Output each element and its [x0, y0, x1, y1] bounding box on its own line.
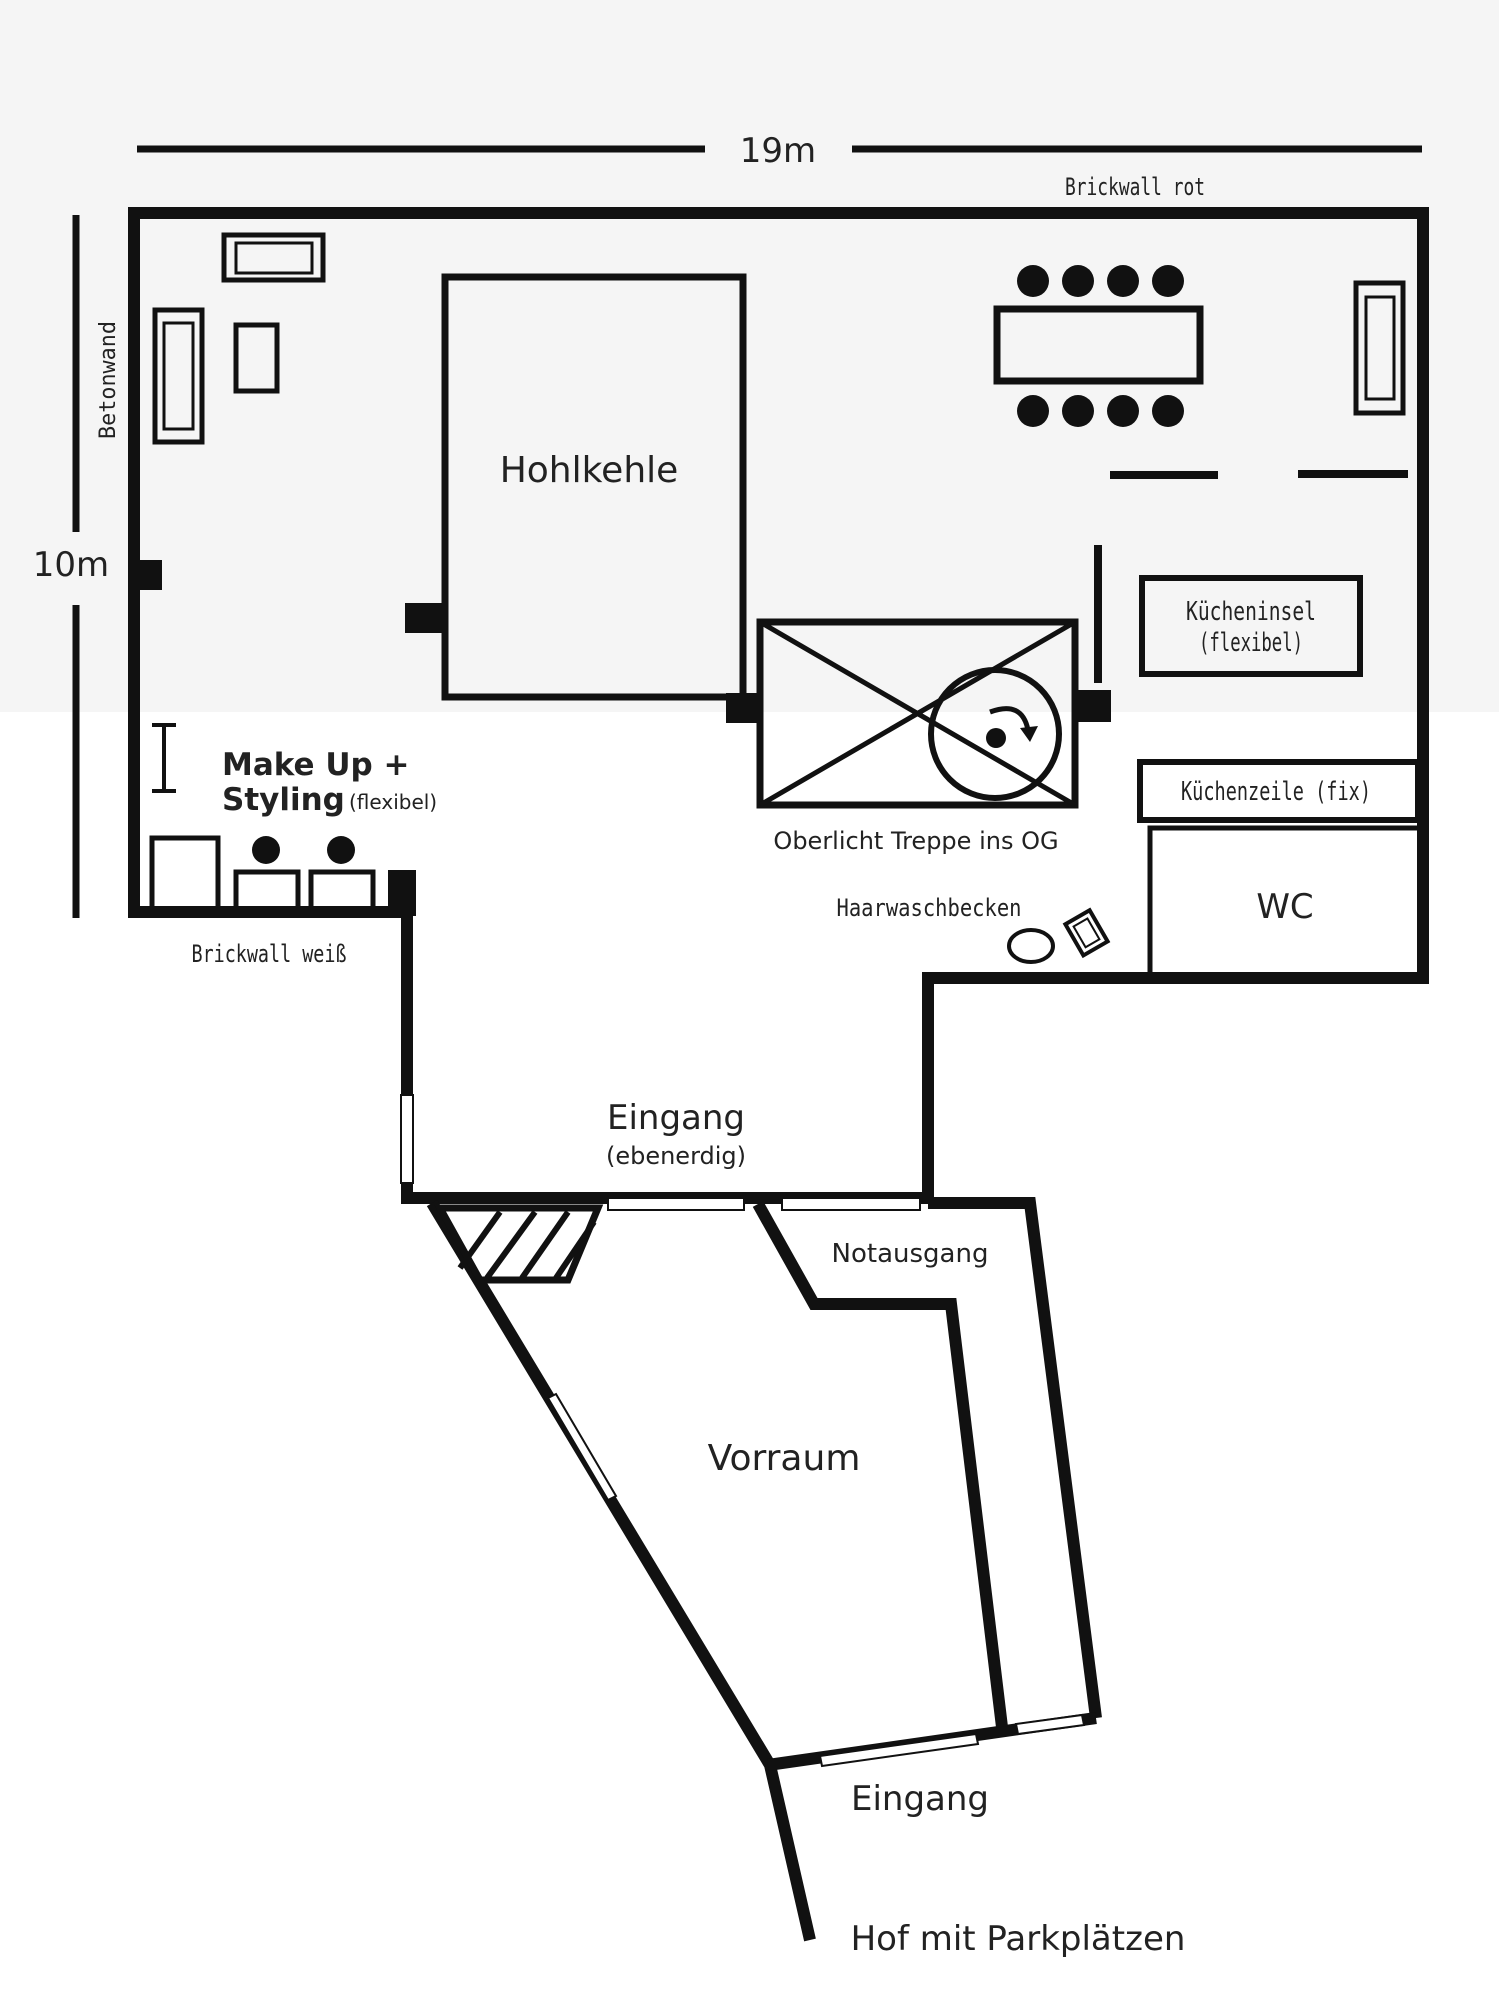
hair-wash-sink: [1007, 907, 1111, 964]
stair-label: Oberlicht Treppe ins OG: [773, 827, 1058, 855]
height-dimension: 10m: [33, 215, 109, 918]
side-table: [233, 322, 280, 394]
main-outline-wall: [128, 207, 1429, 1204]
pillar-left-wall: [140, 560, 162, 590]
window-left-lower: [400, 1094, 414, 1184]
vestibule-right-wall: [928, 1197, 1102, 1719]
sofa-left: [152, 307, 205, 445]
kitchen-island: [1139, 575, 1363, 677]
kitchen-row: [1137, 759, 1421, 823]
emergency-corridor-wall: [752, 1201, 1008, 1728]
sofa-right: [1353, 280, 1406, 416]
entrance-main-label: Eingang: [607, 1098, 745, 1138]
vestibule-label: Vorraum: [708, 1438, 861, 1479]
pillar-stair-right: [1075, 690, 1111, 722]
makeup-mirror-marker: [152, 723, 176, 793]
width-dimension: 19m: [137, 131, 1422, 171]
height-dimension-label: 10m: [33, 545, 109, 585]
wc-label: WC: [1256, 887, 1313, 927]
pillar-hohlkehle: [405, 603, 445, 633]
sink-label: Haarwaschbecken: [837, 894, 1022, 922]
makeup-label-2: Styling: [222, 782, 345, 818]
door-top-1: [607, 1197, 745, 1211]
hohlkehle-label: Hohlkehle: [500, 450, 679, 491]
door-bottom-2: [1014, 1713, 1086, 1736]
top-wall-label: Brickwall rot: [1065, 173, 1205, 201]
kitchen-island-label-1: Kücheninsel: [1186, 597, 1316, 627]
bottom-left-wall-label: Brickwall weiß: [192, 940, 347, 968]
door-bottom: [818, 1732, 980, 1768]
width-dimension-label: 19m: [740, 131, 816, 171]
upper-background-band: [0, 0, 1499, 712]
pillar-bottom: [388, 870, 416, 916]
makeup-label-1: Make Up +: [222, 747, 410, 783]
wc-partition-wall: [1147, 825, 1418, 978]
hatched-block: [434, 1204, 604, 1284]
door-top-2: [781, 1197, 921, 1211]
makeup-note: (flexibel): [349, 790, 437, 814]
kitchen-row-label: Küchenzeile (fix): [1181, 777, 1371, 807]
entrance-lower-label: Eingang: [851, 1779, 989, 1819]
entrance-main-note: (ebenerdig): [606, 1142, 746, 1170]
dining-table: [993, 265, 1204, 427]
vestibule-outer-wall: [426, 1199, 816, 1942]
kitchen-island-label-2: (flexibel): [1199, 628, 1303, 658]
makeup-stations: [149, 835, 376, 912]
left-wall-label: Betonwand: [96, 321, 121, 439]
sofa-top-left: [221, 232, 326, 283]
courtyard-label: Hof mit Parkplätzen: [851, 1919, 1186, 1959]
stair-skylight: [756, 618, 1079, 809]
hohlkehle-room: [441, 273, 747, 701]
emergency-exit-label: Notausgang: [832, 1239, 989, 1269]
window-diagonal: [546, 1392, 618, 1502]
